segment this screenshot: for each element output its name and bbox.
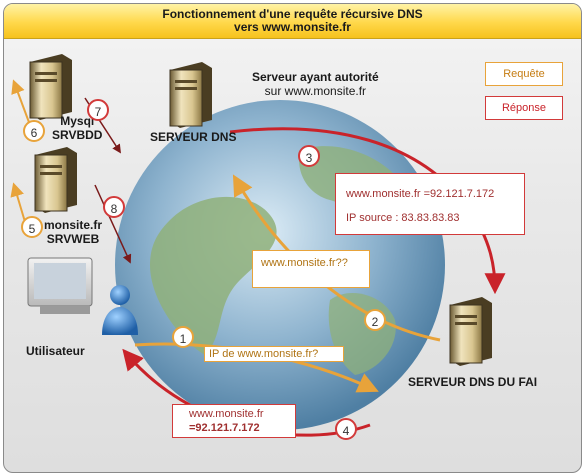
- step-4-badge: 4: [335, 418, 357, 440]
- final-reply-line-1: www.monsite.fr: [189, 408, 264, 420]
- step-6-badge: 6: [23, 120, 45, 142]
- legend-response: Réponse: [485, 96, 563, 120]
- title-line-2: vers www.monsite.fr: [234, 20, 351, 34]
- web-label-line-2: SRVWEB: [46, 232, 100, 246]
- user-label: Utilisateur: [26, 344, 85, 358]
- step-8-badge: 8: [103, 196, 125, 218]
- mysql-server-label: Mysql SRVBDD: [52, 114, 102, 142]
- authority-label: Serveur ayant autorité sur www.monsite.f…: [252, 70, 379, 98]
- web-server-label: monsite.fr SRVWEB: [44, 218, 102, 246]
- authority-reply-line-2: IP source : 83.83.83.83: [346, 212, 460, 224]
- step-7-badge: 7: [87, 99, 109, 121]
- arrow-step-8: [94, 184, 132, 264]
- authority-reply-box: www.monsite.fr =92.121.7.172 IP source :…: [335, 173, 525, 235]
- computer-icon: [27, 257, 93, 314]
- isp-dns-server-icon: [449, 297, 492, 366]
- step-1-badge: 1: [172, 326, 194, 348]
- authority-reply-line-1: www.monsite.fr =92.121.7.172: [346, 188, 495, 200]
- step-2-badge: 2: [364, 309, 386, 331]
- step-3-badge: 3: [298, 145, 320, 167]
- isp-query-box: www.monsite.fr??: [252, 250, 370, 288]
- web-label-line-1: monsite.fr: [44, 218, 103, 232]
- authority-label-line-2: sur www.monsite.fr: [264, 84, 367, 98]
- isp-dns-server-label: SERVEUR DNS DU FAI: [408, 375, 538, 389]
- web-server-icon: [34, 147, 77, 213]
- title-bar: Fonctionnement d'une requête récursive D…: [4, 4, 581, 39]
- mysql-label-line-1: Mysql: [60, 114, 95, 128]
- mysql-label-line-2: SRVBDD: [52, 128, 103, 142]
- user-query-box: IP de www.monsite.fr?: [204, 346, 344, 362]
- mysql-server-icon: [29, 54, 72, 120]
- dns-server-label: SERVEUR DNS: [150, 130, 237, 144]
- user-icon: [102, 285, 138, 335]
- title-line-1: Fonctionnement d'une requête récursive D…: [162, 7, 423, 21]
- authority-label-line-1: Serveur ayant autorité: [252, 70, 379, 84]
- legend-request: Requête: [485, 62, 563, 86]
- final-reply-line-2: =92.121.7.172: [189, 422, 260, 434]
- arrow-step-6: [11, 79, 31, 126]
- final-reply-box: www.monsite.fr =92.121.7.172: [172, 404, 296, 438]
- step-5-badge: 5: [21, 216, 43, 238]
- dns-server-icon: [169, 62, 212, 128]
- diagram-title: Fonctionnement d'une requête récursive D…: [4, 8, 581, 34]
